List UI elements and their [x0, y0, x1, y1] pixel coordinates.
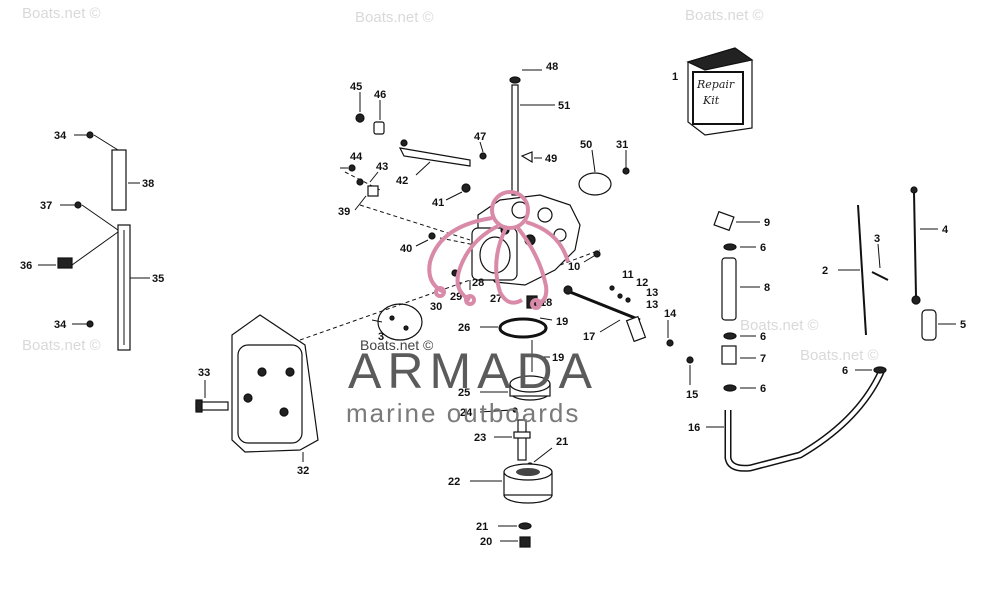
watermark-group: Boats.net © Boats.net © Boats.net © Boat…: [22, 5, 879, 364]
callout-21: 21: [476, 521, 488, 533]
callout-23: 23: [474, 432, 486, 444]
callout-14: 14: [664, 308, 677, 320]
callout-44: 44: [350, 151, 363, 163]
fuel-inlet-assembly: 9 6 8 6 7 6 16 6: [688, 210, 887, 472]
kit-label-line1: Repair: [696, 78, 735, 91]
callout-17: 17: [583, 331, 595, 343]
callout-47: 47: [474, 131, 486, 143]
callout-6: 6: [842, 365, 848, 377]
carb-screws: 10 11 12 13 13: [568, 250, 658, 311]
callout-41: 41: [432, 197, 444, 209]
callout-21: 21: [556, 436, 568, 448]
throttle-arm-assembly: 45 46 47 44 43 42 39 41 40: [338, 81, 487, 255]
callout-38: 38: [142, 178, 154, 190]
callout-34: 34: [54, 319, 67, 331]
callout-6: 6: [760, 331, 766, 343]
armada-logo: Boats.net © ARMADA marine outboards: [346, 190, 598, 428]
callout-27: 27: [490, 293, 502, 305]
callout-19: 19: [552, 352, 564, 364]
callout-10: 10: [568, 261, 580, 273]
repair-kit-box: Repair Kit 1: [672, 47, 754, 136]
throttle-shaft: 17 14 15: [563, 285, 698, 401]
callout-46: 46: [374, 89, 386, 101]
callout-36: 36: [20, 260, 32, 272]
watermark: Boats.net ©: [22, 337, 101, 354]
watermark: Boats.net ©: [740, 317, 819, 334]
callout-6: 6: [760, 242, 766, 254]
callout-16: 16: [688, 422, 700, 434]
callout-28: 28: [472, 277, 484, 289]
callout-40: 40: [400, 243, 412, 255]
callout-32: 32: [297, 465, 309, 477]
callout-15: 15: [686, 389, 698, 401]
callout-43: 43: [376, 161, 388, 173]
callout-48: 48: [546, 61, 558, 73]
watermark: Boats.net ©: [355, 9, 434, 26]
callout-22: 22: [448, 476, 460, 488]
octopus-mark: [427, 190, 570, 310]
mixture-needle: 48 51 49: [509, 61, 570, 196]
callout-2: 2: [822, 265, 828, 277]
choke-rods: 2 3 4 5: [822, 186, 966, 341]
watermark: Boats.net ©: [685, 7, 764, 24]
callout-11: 11: [622, 269, 634, 281]
callout-3: 3: [378, 331, 384, 343]
callout-51: 51: [558, 100, 570, 112]
callout-42: 42: [396, 175, 408, 187]
callout-24: 24: [460, 407, 473, 419]
callout-30: 30: [430, 301, 442, 313]
callout-29: 29: [450, 291, 462, 303]
air-silencer-cover: 33 32: [195, 314, 319, 477]
float-bowl-assembly: 19 25 24 23 21 22 21 20: [448, 340, 568, 548]
callout-34: 34: [54, 130, 67, 142]
callout-8: 8: [764, 282, 770, 294]
watermark: Boats.net ©: [22, 5, 101, 22]
callout-26: 26: [458, 322, 470, 334]
callout-19: 19: [556, 316, 568, 328]
source-watermark: Boats.net ©: [360, 337, 434, 353]
callout-33: 33: [198, 367, 210, 379]
callout-39: 39: [338, 206, 350, 218]
callout-1: 1: [672, 71, 678, 83]
callout-31: 31: [616, 139, 628, 151]
callout-7: 7: [760, 353, 766, 365]
callout-50: 50: [580, 139, 592, 151]
welch-plug: 50 31: [578, 139, 630, 196]
callout-5: 5: [960, 319, 966, 331]
callout-13: 13: [646, 299, 658, 311]
kit-label-line2: Kit: [702, 94, 720, 107]
callout-49: 49: [545, 153, 557, 165]
callout-37: 37: [40, 200, 52, 212]
watermark: Boats.net ©: [800, 347, 879, 364]
callout-4: 4: [942, 224, 949, 236]
callout-25: 25: [458, 387, 470, 399]
callout-35: 35: [152, 273, 164, 285]
callout-13: 13: [646, 287, 658, 299]
callout-6: 6: [760, 383, 766, 395]
callout-9: 9: [764, 217, 770, 229]
callout-20: 20: [480, 536, 492, 548]
callout-3: 3: [874, 233, 880, 245]
brand-name: ARMADA: [348, 343, 598, 399]
choke-linkage-assembly: 34 38 37 36 35 34: [20, 130, 164, 351]
gasket: 3 30: [371, 301, 442, 343]
callout-12: 12: [636, 277, 648, 289]
callout-45: 45: [350, 81, 362, 93]
brand-tagline: marine outboards: [346, 398, 580, 428]
